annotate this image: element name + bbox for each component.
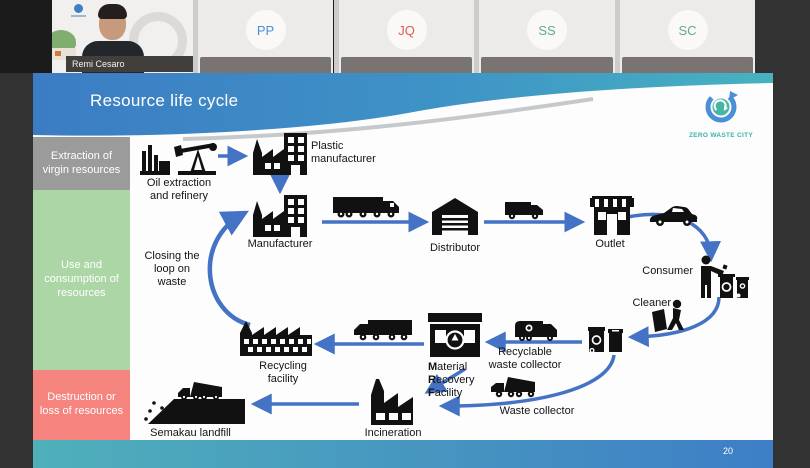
recycling-plant-icon — [240, 321, 312, 356]
oil-pump-icon — [140, 143, 217, 175]
participant-name-label: Remi Cesaro — [66, 56, 193, 72]
participant-tile-ss[interactable]: SS — [479, 0, 615, 73]
participant-tile-sc[interactable]: SC — [620, 0, 755, 73]
label-distributor: Distributor — [429, 242, 481, 254]
label-mrf: Material Recovery Facility — [428, 361, 475, 399]
label-manufacturer: Manufacturer — [247, 238, 313, 250]
band-extraction: Extraction of virgin resources — [33, 137, 130, 190]
bins-icon — [588, 327, 623, 354]
incinerator-icon — [371, 379, 413, 425]
mrf-icon — [428, 313, 482, 357]
avatar: SS — [527, 10, 567, 50]
label-waste-collector: Waste collector — [499, 405, 575, 417]
zero-waste-city-logo-icon — [705, 91, 738, 123]
factory-icon-manufacturer — [253, 195, 307, 237]
page-number: 20 — [723, 446, 734, 456]
zero-waste-city-logo: ZERO WASTE CITY — [681, 89, 761, 139]
plant-decor — [52, 30, 76, 52]
avatar: JQ — [386, 10, 427, 50]
life-cycle-diagram — [140, 133, 749, 425]
dump-truck-icon — [491, 377, 535, 398]
semi-truck-icon — [333, 197, 399, 218]
slide-header — [33, 73, 773, 141]
van-icon — [505, 202, 543, 220]
label-landfill: Semakau landfill — [150, 427, 231, 439]
label-closing-loop: Closing the loop on waste — [144, 250, 200, 288]
storefront-icon — [590, 196, 634, 235]
participant-tile-video[interactable]: Remi Cesaro — [52, 0, 193, 73]
label-incineration: Incineration — [364, 427, 422, 439]
label-recycling: Recycling facility — [259, 360, 307, 385]
participant-tile-pp[interactable]: PP — [198, 0, 333, 73]
label-outlet: Outlet — [595, 238, 625, 250]
label-consumer: Consumer — [642, 265, 693, 277]
slide-title: Resource life cycle — [90, 91, 239, 110]
consumer-icon — [701, 255, 749, 298]
band-use: Use and consumption of resources — [33, 190, 130, 370]
box-truck-icon — [354, 320, 412, 341]
logo-text: ZERO WASTE CITY — [688, 132, 754, 139]
participant-name-bar — [622, 57, 753, 73]
participant-tile-jq[interactable]: JQ — [339, 0, 474, 73]
participant-name-bar — [481, 57, 613, 73]
cleaner-icon — [652, 299, 684, 332]
slide-footer-bar: 20 — [33, 440, 773, 468]
avatar: PP — [245, 10, 286, 50]
participant-name-bar — [341, 57, 472, 73]
label-recyclable-collector: Recyclable waste collector — [488, 346, 562, 371]
factory-icon-plastic — [253, 133, 307, 175]
label-cleaner: Cleaner — [632, 297, 671, 309]
avatar: SC — [667, 10, 708, 50]
label-plastic: Plastic manufacturer — [311, 140, 376, 165]
wall-badge-icon — [74, 4, 83, 13]
warehouse-icon — [432, 198, 478, 235]
participant-name-bar — [200, 57, 331, 73]
landfill-icon — [144, 382, 245, 424]
garbage-truck-icon — [515, 321, 557, 341]
band-destruction: Destruction or loss of resources — [33, 370, 130, 440]
diagram-icons — [140, 133, 749, 425]
car-icon — [649, 206, 698, 226]
label-oil: Oil extraction and refinery — [146, 177, 212, 202]
shared-slide: Resource life cycle ZERO WASTE CITY Extr… — [33, 73, 773, 468]
